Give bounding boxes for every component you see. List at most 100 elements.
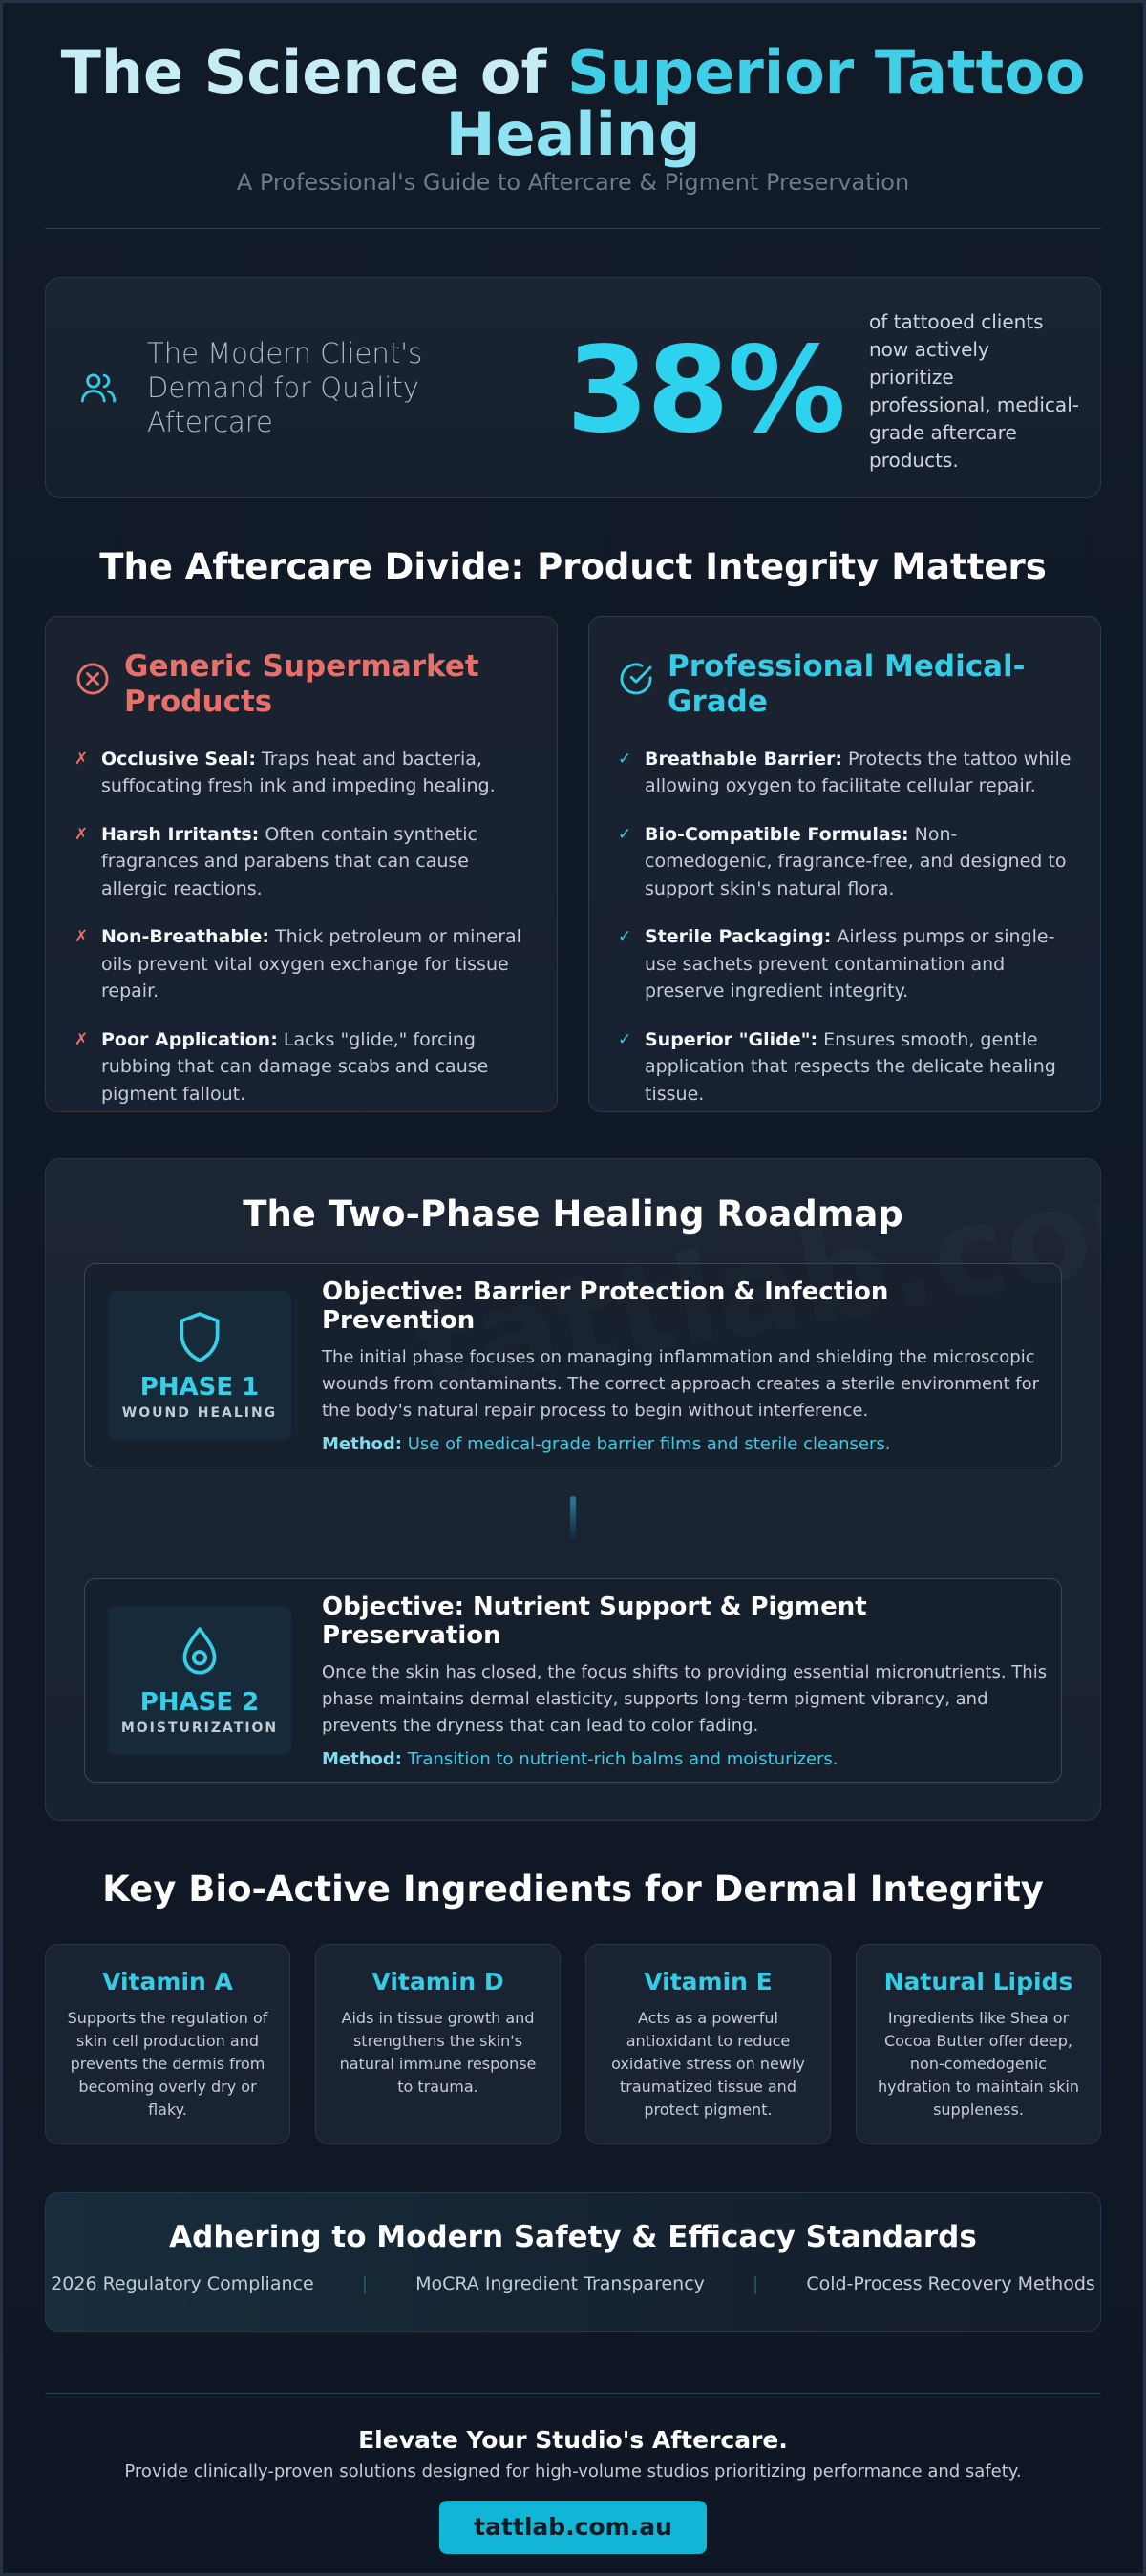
- ingredient-card: Vitamin A Supports the regulation of ski…: [45, 1944, 290, 2145]
- ingredient-name: Natural Lipids: [883, 1968, 1073, 1996]
- method-label: Method:: [322, 1433, 402, 1454]
- phase-2-card: PHASE 2 MOISTURIZATION Objective: Nutrie…: [84, 1578, 1062, 1784]
- item-term: Bio-Compatible Formulas:: [645, 823, 909, 845]
- phase-subtitle: MOISTURIZATION: [120, 1721, 279, 1737]
- list-item: ✓ Superior "Glide": Ensures smooth, gent…: [618, 1026, 1072, 1109]
- card-header: Generic Supermarket Products: [74, 649, 528, 720]
- standards-title: Adhering to Modern Safety & Efficacy Sta…: [169, 2220, 977, 2255]
- standard-separator: |: [752, 2273, 759, 2295]
- subtitle: A Professional's Guide to Aftercare & Pi…: [236, 169, 910, 197]
- phase-body: Objective: Barrier Protection & Infectio…: [322, 1277, 1048, 1454]
- item-term: Superior "Glide":: [645, 1028, 818, 1050]
- ingredient-name: Vitamin A: [102, 1968, 233, 1996]
- phase-badge: PHASE 2 MOISTURIZATION: [108, 1606, 291, 1756]
- list-item: ✓ Sterile Packaging: Airless pumps or si…: [618, 923, 1072, 1005]
- roadmap-title: The Two-Phase Healing Roadmap: [243, 1193, 903, 1235]
- ingredient-card: Vitamin E Acts as a powerful antioxidant…: [585, 1944, 831, 2145]
- method-text: Transition to nutrient-rich balms and mo…: [402, 1748, 838, 1769]
- users-icon: [80, 373, 117, 403]
- comparison-row: Generic Supermarket Products ✗ Occlusive…: [45, 616, 1101, 1113]
- stat-label: The Modern Client's Demand for Quality A…: [147, 336, 423, 439]
- ingredient-description: Supports the regulation of skin cell pro…: [67, 2009, 268, 2120]
- phase-text: Once the skin has closed, the focus shif…: [322, 1661, 1048, 1736]
- droplet-icon: [182, 1627, 217, 1675]
- phase-text: The initial phase focuses on managing in…: [322, 1346, 1040, 1421]
- stat-description: of tattooed clients now actively priorit…: [869, 310, 1079, 473]
- ingredient-description: Acts as a powerful antioxidant to reduce…: [611, 2009, 805, 2120]
- list-item: ✗ Poor Application: Lacks "glide," forci…: [74, 1026, 528, 1109]
- item-text: Thick petroleum or mineral oils prevent …: [101, 926, 521, 1003]
- ingredient-name: Vitamin D: [371, 1968, 504, 1996]
- phase-objective: Objective: Nutrient Support & Pigment Pr…: [322, 1592, 867, 1650]
- method-label: Method:: [322, 1748, 402, 1769]
- card-title: Generic Supermarket Products: [124, 649, 479, 720]
- item-text: Often contain synthetic fragrances and p…: [101, 823, 478, 899]
- phase-body: Objective: Nutrient Support & Pigment Pr…: [322, 1593, 1048, 1769]
- card-header: Professional Medical-Grade: [618, 649, 1072, 720]
- footer-subtitle: Provide clinically-proven solutions desi…: [124, 2461, 1022, 2482]
- x-mark-icon: ✗: [74, 927, 89, 947]
- list-item: ✗ Harsh Irritants: Often contain synthet…: [74, 821, 528, 903]
- ingredient-description: Aids in tissue growth and strengthens th…: [339, 2009, 537, 2097]
- item-text: Traps heat and bacteria, suffocating fre…: [101, 748, 496, 797]
- phase-subtitle: WOUND HEALING: [121, 1405, 278, 1422]
- item-term: Harsh Irritants:: [101, 823, 260, 845]
- standards-list: 2026 Regulatory Compliance | MoCRA Ingre…: [46, 2273, 1100, 2294]
- phase-connector: [570, 1496, 576, 1541]
- x-mark-icon: ✗: [74, 1029, 89, 1049]
- card-title: Professional Medical-Grade: [668, 649, 1026, 720]
- phase-method: Method: Use of medical-grade barrier fil…: [322, 1434, 1048, 1454]
- list-item: ✓ Bio-Compatible Formulas: Non-comedogen…: [618, 821, 1072, 903]
- divider: [45, 2393, 1101, 2395]
- phase-method: Method: Transition to nutrient-rich balm…: [322, 1749, 1048, 1769]
- check-mark-icon: ✓: [618, 1029, 632, 1049]
- item-text: Protects the tattoo while allowing oxyge…: [645, 748, 1072, 797]
- phase-number: PHASE 1: [139, 1373, 260, 1403]
- list-item: ✓ Breathable Barrier: Protects the tatto…: [618, 746, 1072, 800]
- standards-banner: Adhering to Modern Safety & Efficacy Sta…: [45, 2192, 1101, 2333]
- main-title: The Science of Superior Tattoo Healing: [3, 41, 1143, 165]
- shield-icon: [180, 1312, 220, 1362]
- x-mark-icon: ✗: [74, 824, 89, 844]
- check-circle-icon: [620, 663, 652, 695]
- standard-item: 2026 Regulatory Compliance: [51, 2273, 314, 2295]
- healing-roadmap: tattlab.com.au The Two-Phase Healing Roa…: [45, 1158, 1101, 1822]
- footer-title: Elevate Your Studio's Aftercare.: [358, 2426, 788, 2455]
- standard-item: MoCRA Ingredient Transparency: [415, 2273, 705, 2295]
- item-text: Airless pumps or single-use sachets prev…: [645, 926, 1055, 1003]
- item-term: Poor Application:: [101, 1028, 278, 1050]
- ingredient-name: Vitamin E: [644, 1968, 773, 1996]
- title-part-1: The Science of: [60, 37, 568, 107]
- item-term: Breathable Barrier:: [645, 748, 843, 770]
- ingredient-card: Vitamin D Aids in tissue growth and stre…: [315, 1944, 561, 2145]
- standard-item: Cold-Process Recovery Methods: [806, 2273, 1095, 2295]
- title-part-2: Superior Tattoo: [567, 37, 1086, 107]
- ingredients-section-title: Key Bio-Active Ingredients for Dermal In…: [102, 1869, 1044, 1911]
- phase-1-card: PHASE 1 WOUND HEALING Objective: Barrier…: [84, 1263, 1062, 1468]
- generic-products-card: Generic Supermarket Products ✗ Occlusive…: [45, 616, 558, 1113]
- stat-card: The Modern Client's Demand for Quality A…: [45, 277, 1101, 499]
- list-item: ✗ Non-Breathable: Thick petroleum or min…: [74, 923, 528, 1005]
- ingredient-description: Ingredients like Shea or Cocoa Butter of…: [878, 2009, 1079, 2120]
- list-item: ✗ Occlusive Seal: Traps heat and bacteri…: [74, 746, 528, 800]
- header: The Science of Superior Tattoo Healing A…: [3, 3, 1143, 196]
- item-term: Non-Breathable:: [101, 926, 269, 948]
- check-mark-icon: ✓: [618, 927, 632, 947]
- ingredient-card: Natural Lipids Ingredients like Shea or …: [856, 1944, 1101, 2145]
- phase-badge: PHASE 1 WOUND HEALING: [108, 1291, 291, 1441]
- method-text: Use of medical-grade barrier films and s…: [402, 1433, 891, 1454]
- check-mark-icon: ✓: [618, 824, 632, 844]
- phase-number: PHASE 2: [139, 1688, 260, 1718]
- website-cta-button[interactable]: tattlab.com.au: [439, 2501, 707, 2555]
- ingredients-row: Vitamin A Supports the regulation of ski…: [45, 1944, 1101, 2145]
- x-circle-icon: [76, 663, 109, 695]
- item-text: Ensures smooth, gentle application that …: [645, 1028, 1056, 1105]
- footer: Elevate Your Studio's Aftercare. Provide…: [3, 2394, 1143, 2555]
- item-term: Occlusive Seal:: [101, 748, 256, 770]
- x-mark-icon: ✗: [74, 749, 89, 769]
- item-text: Lacks "glide," forcing rubbing that can …: [101, 1028, 489, 1105]
- standard-separator: |: [361, 2273, 369, 2295]
- stat-value: 38%: [566, 322, 846, 460]
- professional-products-card: Professional Medical-Grade ✓ Breathable …: [588, 616, 1101, 1113]
